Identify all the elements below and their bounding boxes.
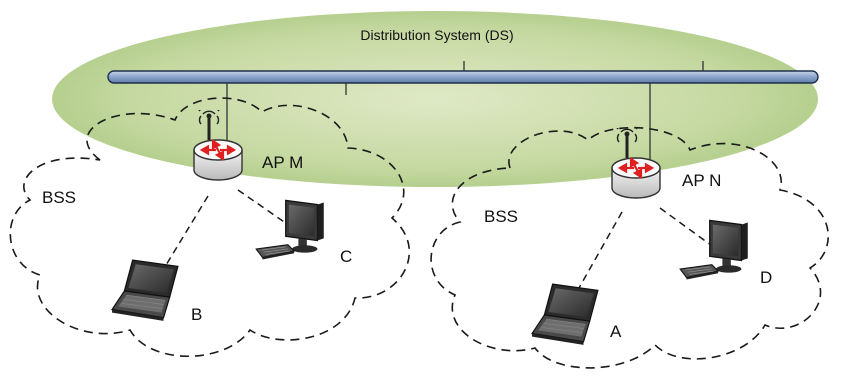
distribution-system-bus [107,70,819,84]
link-ap-m-to-c [237,189,291,227]
link-ap-n-to-d [659,207,716,249]
bss-label-left: BSS [42,188,76,207]
ap-m-label: AP M [262,153,303,172]
bss-cloud-right [430,126,829,369]
bss-label-right: BSS [484,207,518,226]
laptop-icon [111,259,179,322]
station-d-label: D [760,268,772,287]
link-ap-n-to-a [574,211,623,296]
station-c-label: C [340,247,352,266]
station-a-label: A [610,322,622,341]
link-ap-m-to-b [159,195,209,276]
station-b-label: B [191,305,202,324]
ap-n-label: AP N [682,171,721,190]
bss-cloud-left [9,97,411,357]
distribution-system-label: Distribution System (DS) [360,27,513,43]
laptop-icon [531,283,599,346]
desktop-computer-icon [255,199,325,261]
